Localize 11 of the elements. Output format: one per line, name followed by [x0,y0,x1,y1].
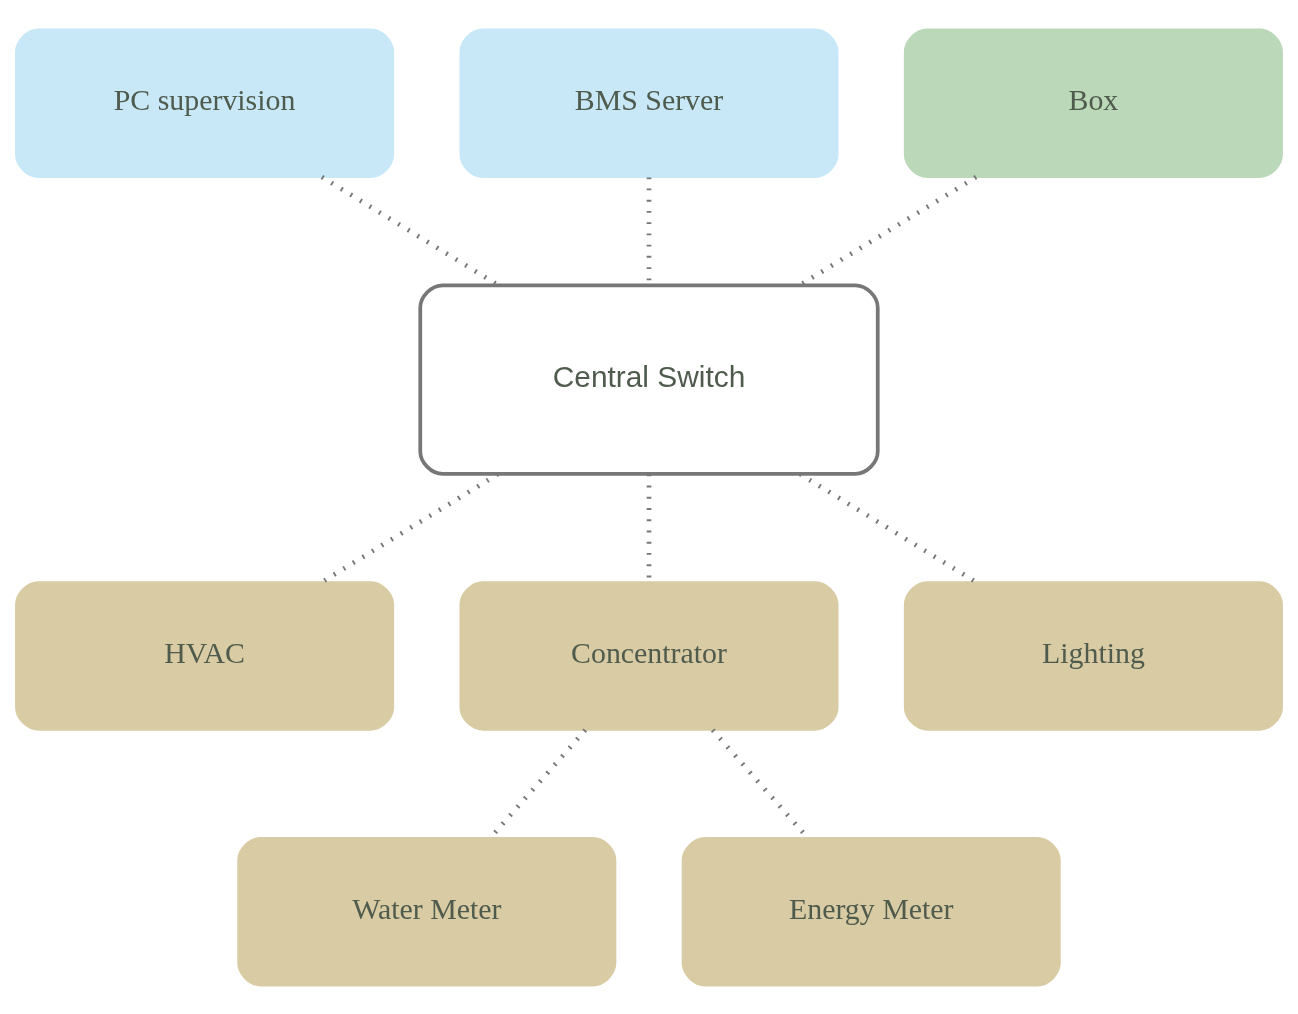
node-box: Concentrator [459,580,839,731]
node-box: BMS Server [459,28,839,178]
node-box: Water Meter [237,836,617,986]
node-box: Central Switch [418,282,880,476]
connector [798,174,978,287]
node-box: HVAC [15,580,395,731]
connector [320,174,500,287]
node-box: Lighting [903,580,1283,731]
node-box: Energy Meter [681,836,1061,986]
node-box: PC supervision [15,28,395,178]
node-box: Box [903,28,1283,178]
